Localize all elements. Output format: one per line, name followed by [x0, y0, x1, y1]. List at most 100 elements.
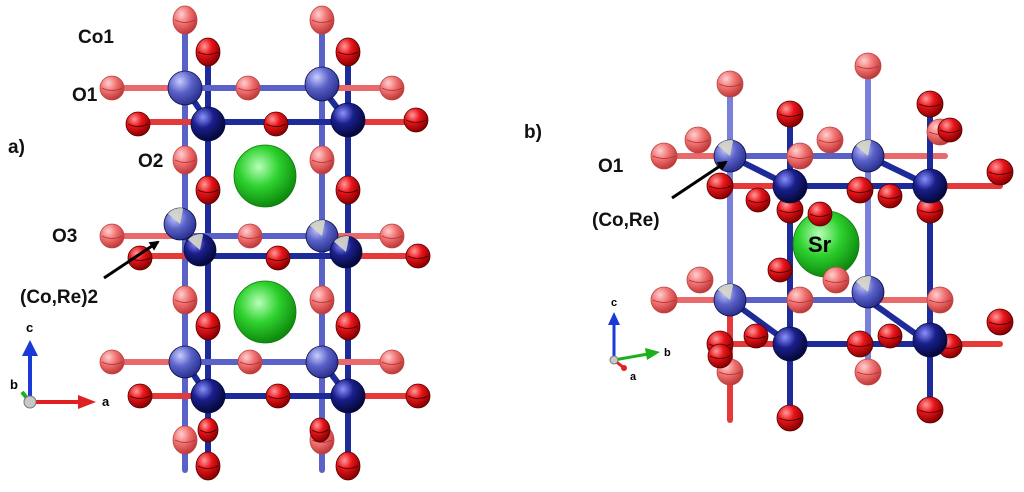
oxygen-atom	[807, 201, 833, 227]
cobalt-atom	[190, 378, 226, 414]
oxygen-atom	[403, 107, 429, 133]
oxygen-atom-ring	[101, 361, 123, 365]
panel-a-co1-label: Co1	[78, 27, 114, 48]
panel-a-structure	[99, 5, 431, 481]
oxygen-atom	[650, 142, 678, 170]
oxygen-atom	[197, 417, 219, 443]
oxygen-atom	[172, 425, 198, 455]
cobalt-atom	[772, 168, 808, 204]
oxygen-atom-ring	[988, 171, 1012, 175]
oxygen-atom	[822, 266, 850, 294]
oxygen-atom	[172, 145, 198, 175]
panel-a-o3-label: O3	[52, 226, 78, 247]
oxygen-atom-ring	[788, 155, 812, 159]
oxygen-atom-ring	[718, 83, 742, 87]
cobalt-atom	[168, 345, 202, 379]
oxygen-atom-ring	[778, 209, 802, 213]
oxygen-atom-ring	[778, 417, 802, 421]
oxygen-atom-ring	[879, 335, 901, 339]
oxygen-atom	[786, 142, 814, 170]
oxygen-atom-ring	[265, 123, 287, 127]
oxygen-atom	[127, 245, 153, 271]
rhenium-share	[718, 284, 734, 300]
oxygen-atom-ring	[197, 189, 219, 193]
oxygen-atom	[99, 223, 125, 249]
oxygen-atom-ring	[101, 235, 123, 239]
oxygen-atom-ring	[174, 439, 196, 443]
oxygen-atom-ring	[709, 355, 731, 359]
oxygen-atom-ring	[239, 361, 261, 365]
panel-a-axis-a: a	[102, 394, 110, 409]
oxygen-atom	[195, 451, 221, 481]
oxygen-atom	[846, 176, 874, 204]
cobalt-atom	[912, 322, 948, 358]
oxygen-atom	[877, 323, 903, 349]
oxygen-atom	[265, 245, 291, 271]
rhenium-share	[856, 140, 872, 156]
oxygen-atom	[877, 183, 903, 209]
oxygen-atom-ring	[708, 185, 732, 189]
oxygen-atom	[405, 243, 431, 269]
oxygen-atom-ring	[337, 51, 359, 55]
oxygen-atom	[405, 383, 431, 409]
oxygen-atom	[926, 286, 954, 314]
oxygen-atom-ring	[745, 335, 767, 339]
oxygen-atom-ring	[769, 269, 791, 273]
oxygen-atom	[916, 90, 944, 118]
panel-b-pointer-arrow	[671, 160, 728, 200]
oxygen-atom	[767, 257, 793, 283]
oxygen-atom	[707, 343, 733, 369]
oxygen-atom-ring	[818, 139, 842, 143]
oxygen-atom-ring	[267, 257, 289, 261]
panel-a-axis-b: b	[10, 377, 18, 392]
oxygen-atom-ring	[174, 299, 196, 303]
oxygen-atom-ring	[311, 159, 333, 163]
oxygen-atom	[684, 126, 712, 154]
oxygen-atom-ring	[788, 299, 812, 303]
oxygen-atom-ring	[197, 465, 219, 469]
oxygen-atom-ring	[101, 87, 123, 91]
oxygen-atom-ring	[778, 113, 802, 117]
cobalt-atom	[167, 70, 203, 106]
panel-a-o1-label: O1	[72, 85, 98, 106]
oxygen-atom	[816, 126, 844, 154]
oxygen-atom-ring	[407, 395, 429, 399]
oxygen-atom	[716, 70, 744, 98]
oxygen-atom	[309, 145, 335, 175]
oxygen-atom-ring	[928, 299, 952, 303]
oxygen-atom-ring	[918, 409, 942, 413]
oxygen-atom	[916, 396, 944, 424]
oxygen-atom-ring	[856, 371, 880, 375]
oxygen-atom	[937, 117, 963, 143]
oxygen-atom-ring	[311, 439, 333, 443]
oxygen-atom-ring	[199, 429, 217, 433]
oxygen-atom	[686, 266, 714, 294]
oxygen-atom	[235, 75, 261, 101]
panel-b-structure	[650, 52, 1014, 432]
oxygen-atom	[237, 349, 263, 375]
oxygen-atom-ring	[686, 139, 710, 143]
oxygen-atom-ring	[405, 119, 427, 123]
oxygen-atom	[195, 175, 221, 205]
panel-b-label: b)	[524, 122, 542, 143]
cobalt-atom	[330, 102, 366, 138]
oxygen-atom	[125, 111, 151, 137]
oxygen-atom	[379, 75, 405, 101]
oxygen-atom-ring	[129, 395, 151, 399]
oxygen-atom	[263, 111, 289, 137]
oxygen-atom-ring	[197, 325, 219, 329]
oxygen-atom	[99, 75, 125, 101]
oxygen-atom	[335, 311, 361, 341]
oxygen-atom	[745, 187, 771, 213]
panel-a-axis-triad: c b a	[10, 320, 110, 409]
oxygen-atom-ring	[381, 235, 403, 239]
strontium-atom	[233, 280, 297, 344]
oxygen-atom	[172, 285, 198, 315]
oxygen-atom-ring	[337, 189, 359, 193]
oxygen-atom	[237, 223, 263, 249]
panel-a-pointer-arrow	[103, 240, 160, 280]
oxygen-atom-ring	[918, 103, 942, 107]
oxygen-atom-ring	[652, 155, 676, 159]
oxygen-atom-ring	[311, 429, 329, 433]
cobalt-atom	[912, 168, 948, 204]
